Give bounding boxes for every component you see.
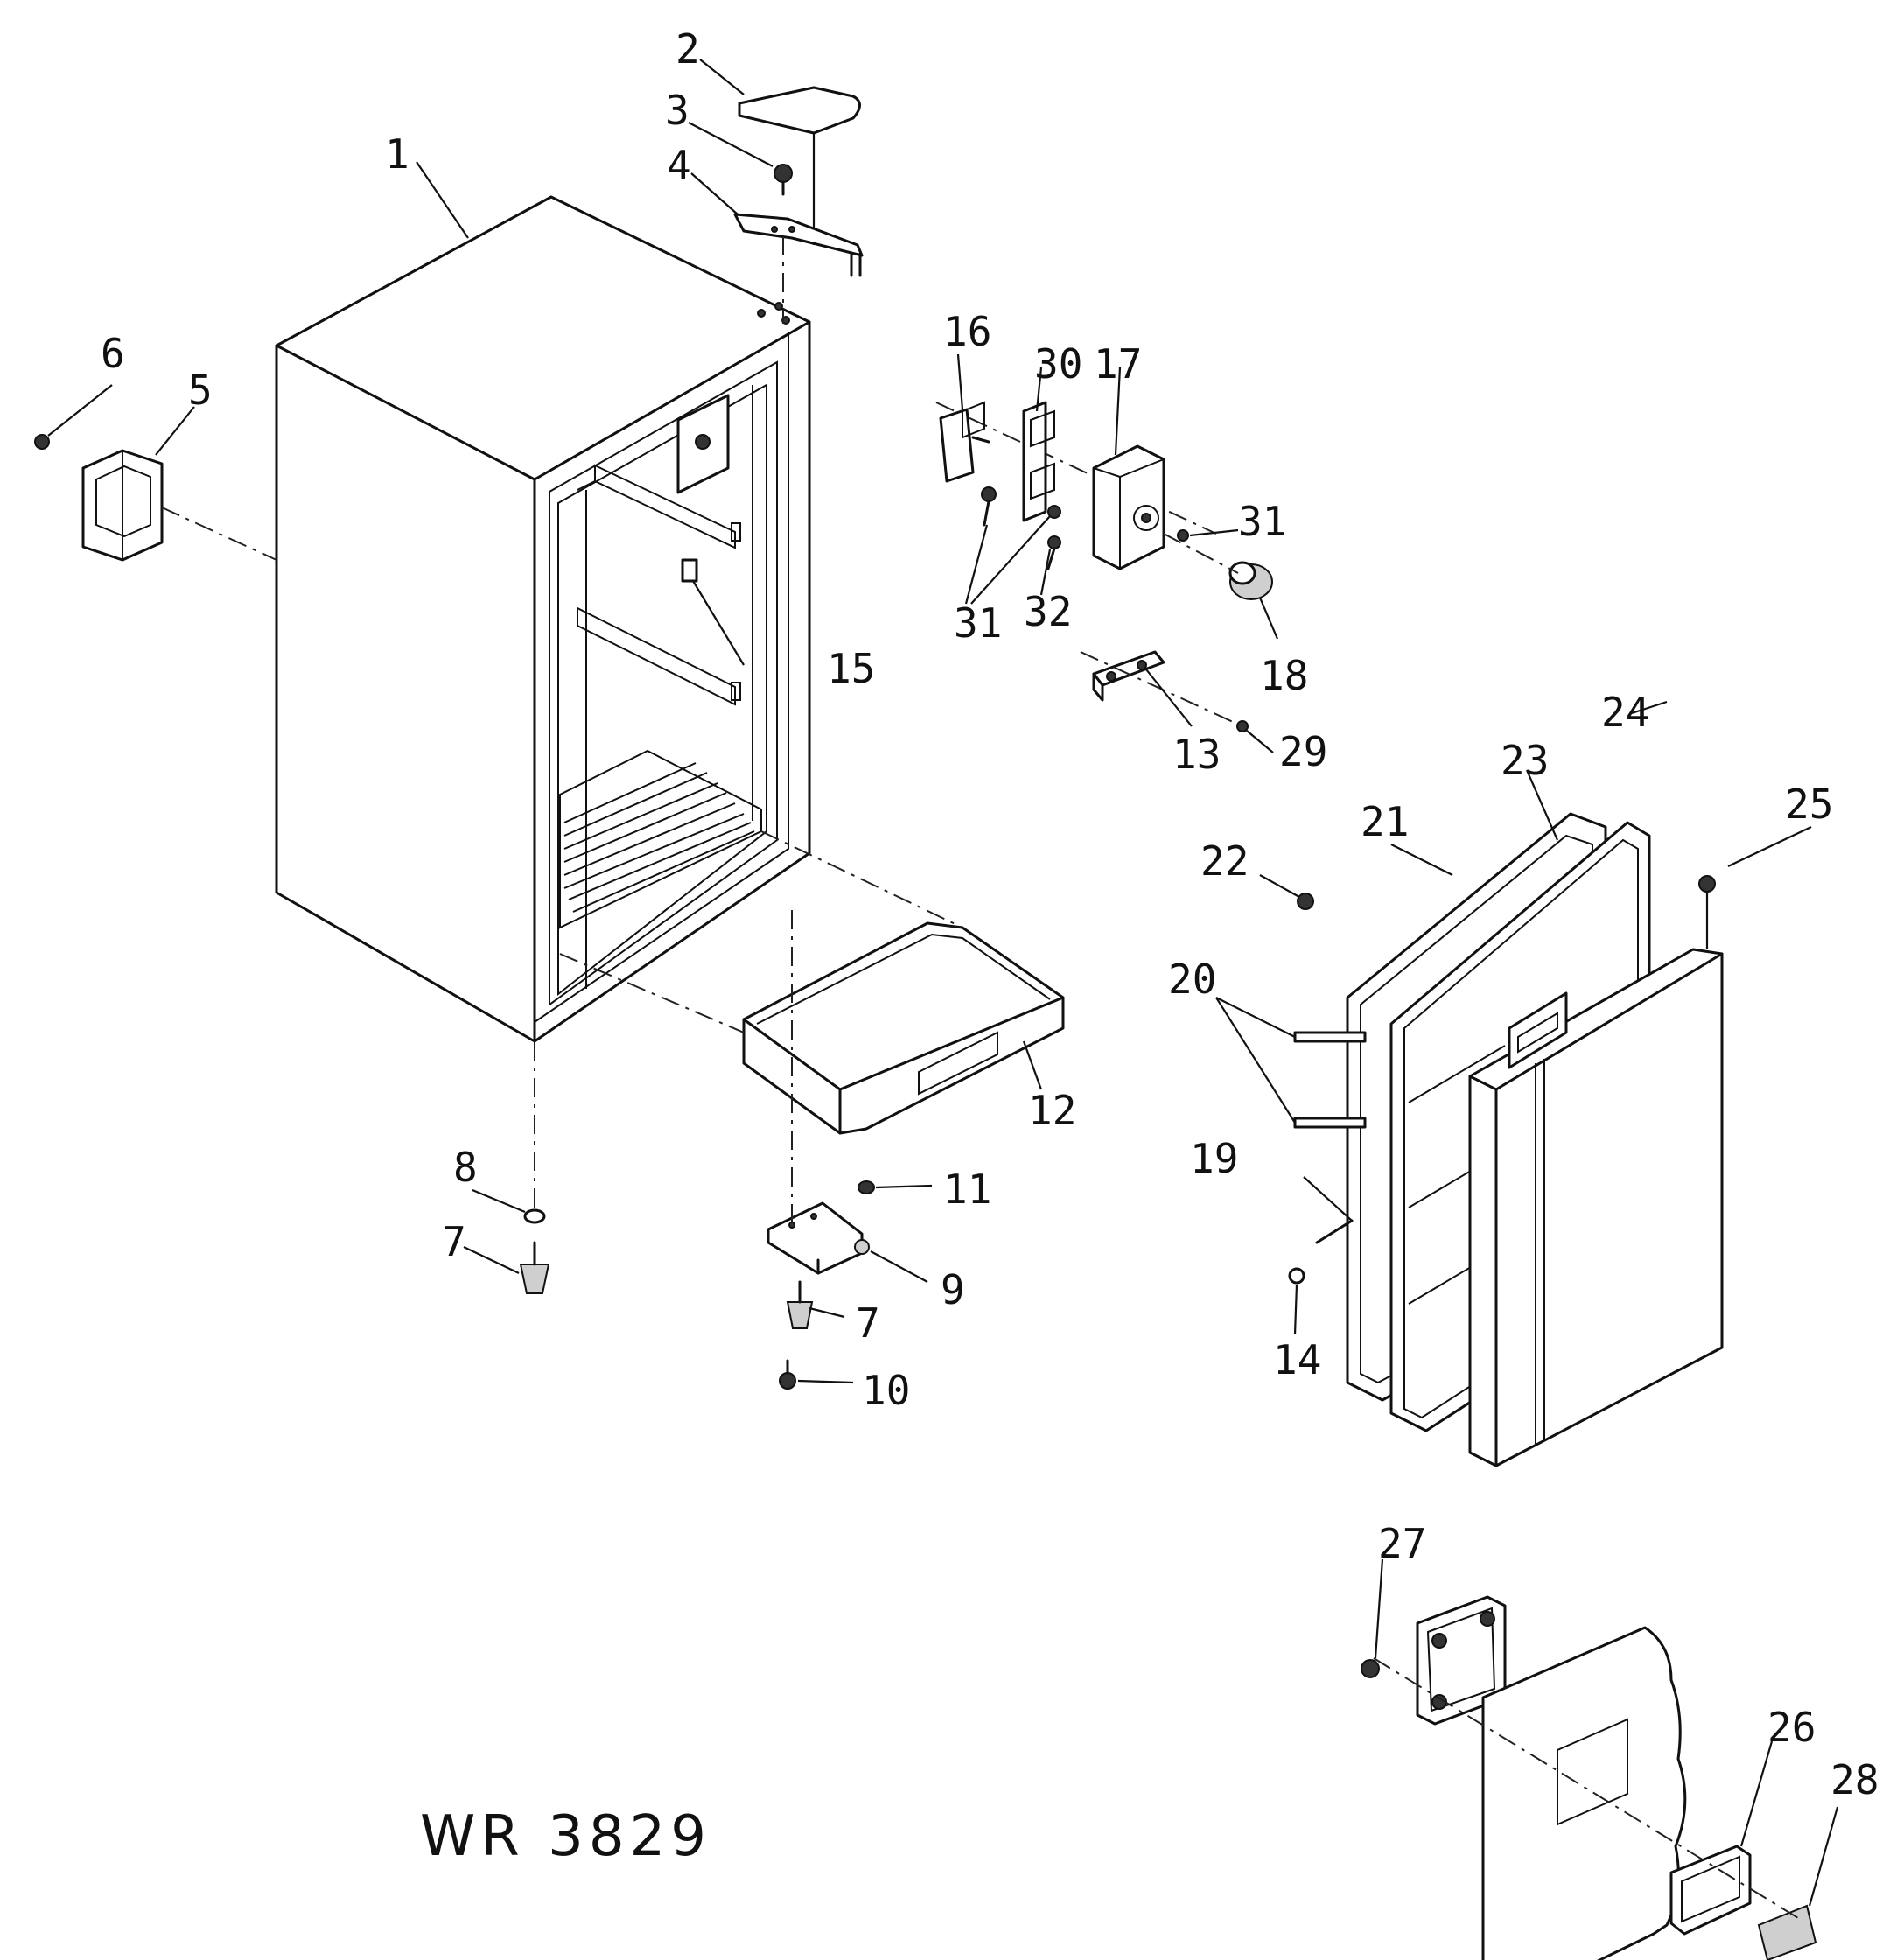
door-handle-detail (1361, 1595, 1817, 1960)
callout-22: 22 (1200, 837, 1249, 885)
callout-20: 20 (1168, 956, 1216, 1003)
callout-13: 13 (1172, 731, 1221, 778)
control-assembly (935, 401, 1273, 600)
callout-19: 19 (1190, 1135, 1238, 1182)
bottom-hardware (519, 910, 875, 1390)
side-handle-assembly (34, 434, 277, 562)
callout-1: 1 (385, 130, 410, 178)
callout-30: 30 (1034, 340, 1082, 388)
callout-3: 3 (665, 87, 690, 134)
callout-labels: 1 2 3 4 5 6 7 7 8 9 10 11 12 13 14 15 16… (101, 25, 1879, 1803)
callout-27: 27 (1378, 1520, 1426, 1567)
callout-15: 15 (827, 645, 875, 692)
callout-8: 8 (453, 1144, 478, 1191)
callout-4: 4 (667, 142, 691, 189)
callout-7b: 7 (856, 1299, 880, 1347)
callout-18: 18 (1260, 652, 1308, 699)
callout-2: 2 (676, 25, 700, 73)
callout-7a: 7 (442, 1218, 466, 1265)
callout-16: 16 (943, 308, 991, 355)
callout-26: 26 (1768, 1704, 1816, 1751)
callout-31a: 31 (954, 599, 1002, 647)
callout-28: 28 (1830, 1756, 1879, 1803)
door-assembly (1288, 812, 1724, 1467)
top-hinge-assembly (733, 86, 864, 324)
cabinet (275, 195, 811, 1043)
callout-25: 25 (1785, 780, 1833, 828)
callout-24: 24 (1601, 689, 1649, 736)
callout-5: 5 (188, 367, 213, 414)
leader-lines (47, 59, 1839, 1907)
crisper-tray (559, 830, 1065, 1135)
callout-31b: 31 (1238, 498, 1286, 545)
callout-21: 21 (1361, 798, 1409, 845)
callout-10: 10 (862, 1367, 910, 1414)
callout-9: 9 (941, 1266, 965, 1313)
callout-32: 32 (1024, 588, 1072, 635)
callout-6: 6 (101, 330, 125, 377)
callout-14: 14 (1273, 1336, 1321, 1383)
callout-23: 23 (1501, 737, 1549, 784)
drawing-code: WR 3829 (420, 1804, 711, 1869)
callout-11: 11 (943, 1166, 991, 1213)
callout-12: 12 (1028, 1087, 1076, 1134)
callout-29: 29 (1279, 728, 1327, 775)
callout-17: 17 (1094, 340, 1142, 388)
